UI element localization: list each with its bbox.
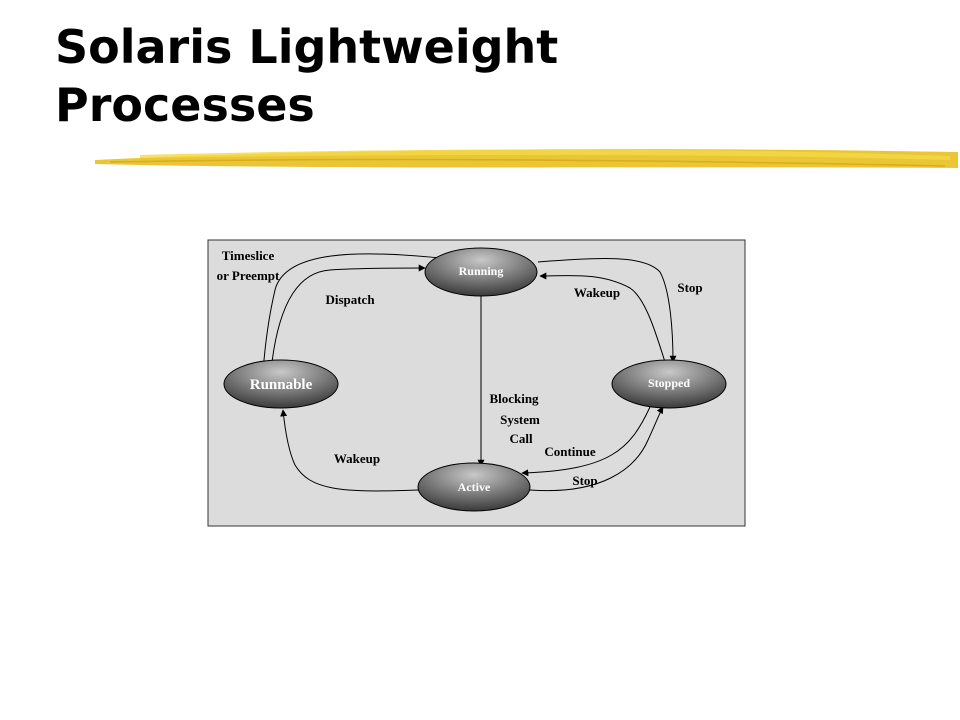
edge-labels: Timeslice or Preempt Dispatch Wakeup Sto… xyxy=(217,248,703,488)
label-stop-top: Stop xyxy=(677,280,702,295)
edge-timeslice xyxy=(259,253,441,373)
label-blocking-2: System xyxy=(500,412,540,427)
node-runnable-label: Runnable xyxy=(250,377,313,393)
edge-continue xyxy=(521,406,651,477)
slide-title-line-2: Processes xyxy=(55,78,315,132)
node-runnable: Runnable xyxy=(223,359,339,409)
title-underline xyxy=(95,149,958,168)
node-active: Active xyxy=(417,462,531,512)
label-blocking-1: Blocking xyxy=(489,391,539,406)
label-timeslice-1: Timeslice xyxy=(222,248,275,263)
edge-stop-bottom xyxy=(529,406,664,492)
label-timeslice-2: or Preempt xyxy=(217,268,280,283)
node-running-label: Running xyxy=(459,264,504,278)
diagram-edges xyxy=(259,253,677,492)
node-stopped-label: Stopped xyxy=(648,376,690,390)
edge-wakeup-top xyxy=(539,272,666,363)
label-continue: Continue xyxy=(544,444,596,459)
label-wakeup-top: Wakeup xyxy=(574,285,620,300)
slide-title-line-1: Solaris Lightweight xyxy=(55,20,559,74)
edge-stop-top xyxy=(537,257,677,363)
node-running: Running xyxy=(424,247,538,297)
label-dispatch: Dispatch xyxy=(325,292,375,307)
label-stop-bottom: Stop xyxy=(572,473,597,488)
label-wakeup-bottom: Wakeup xyxy=(334,451,380,466)
edge-dispatch xyxy=(271,264,426,363)
slide-title: Solaris Lightweight Processes xyxy=(55,18,558,134)
edge-wakeup-bottom xyxy=(280,409,419,492)
node-stopped: Stopped xyxy=(611,359,727,409)
node-active-label: Active xyxy=(458,480,491,494)
label-blocking-3: Call xyxy=(509,431,533,446)
